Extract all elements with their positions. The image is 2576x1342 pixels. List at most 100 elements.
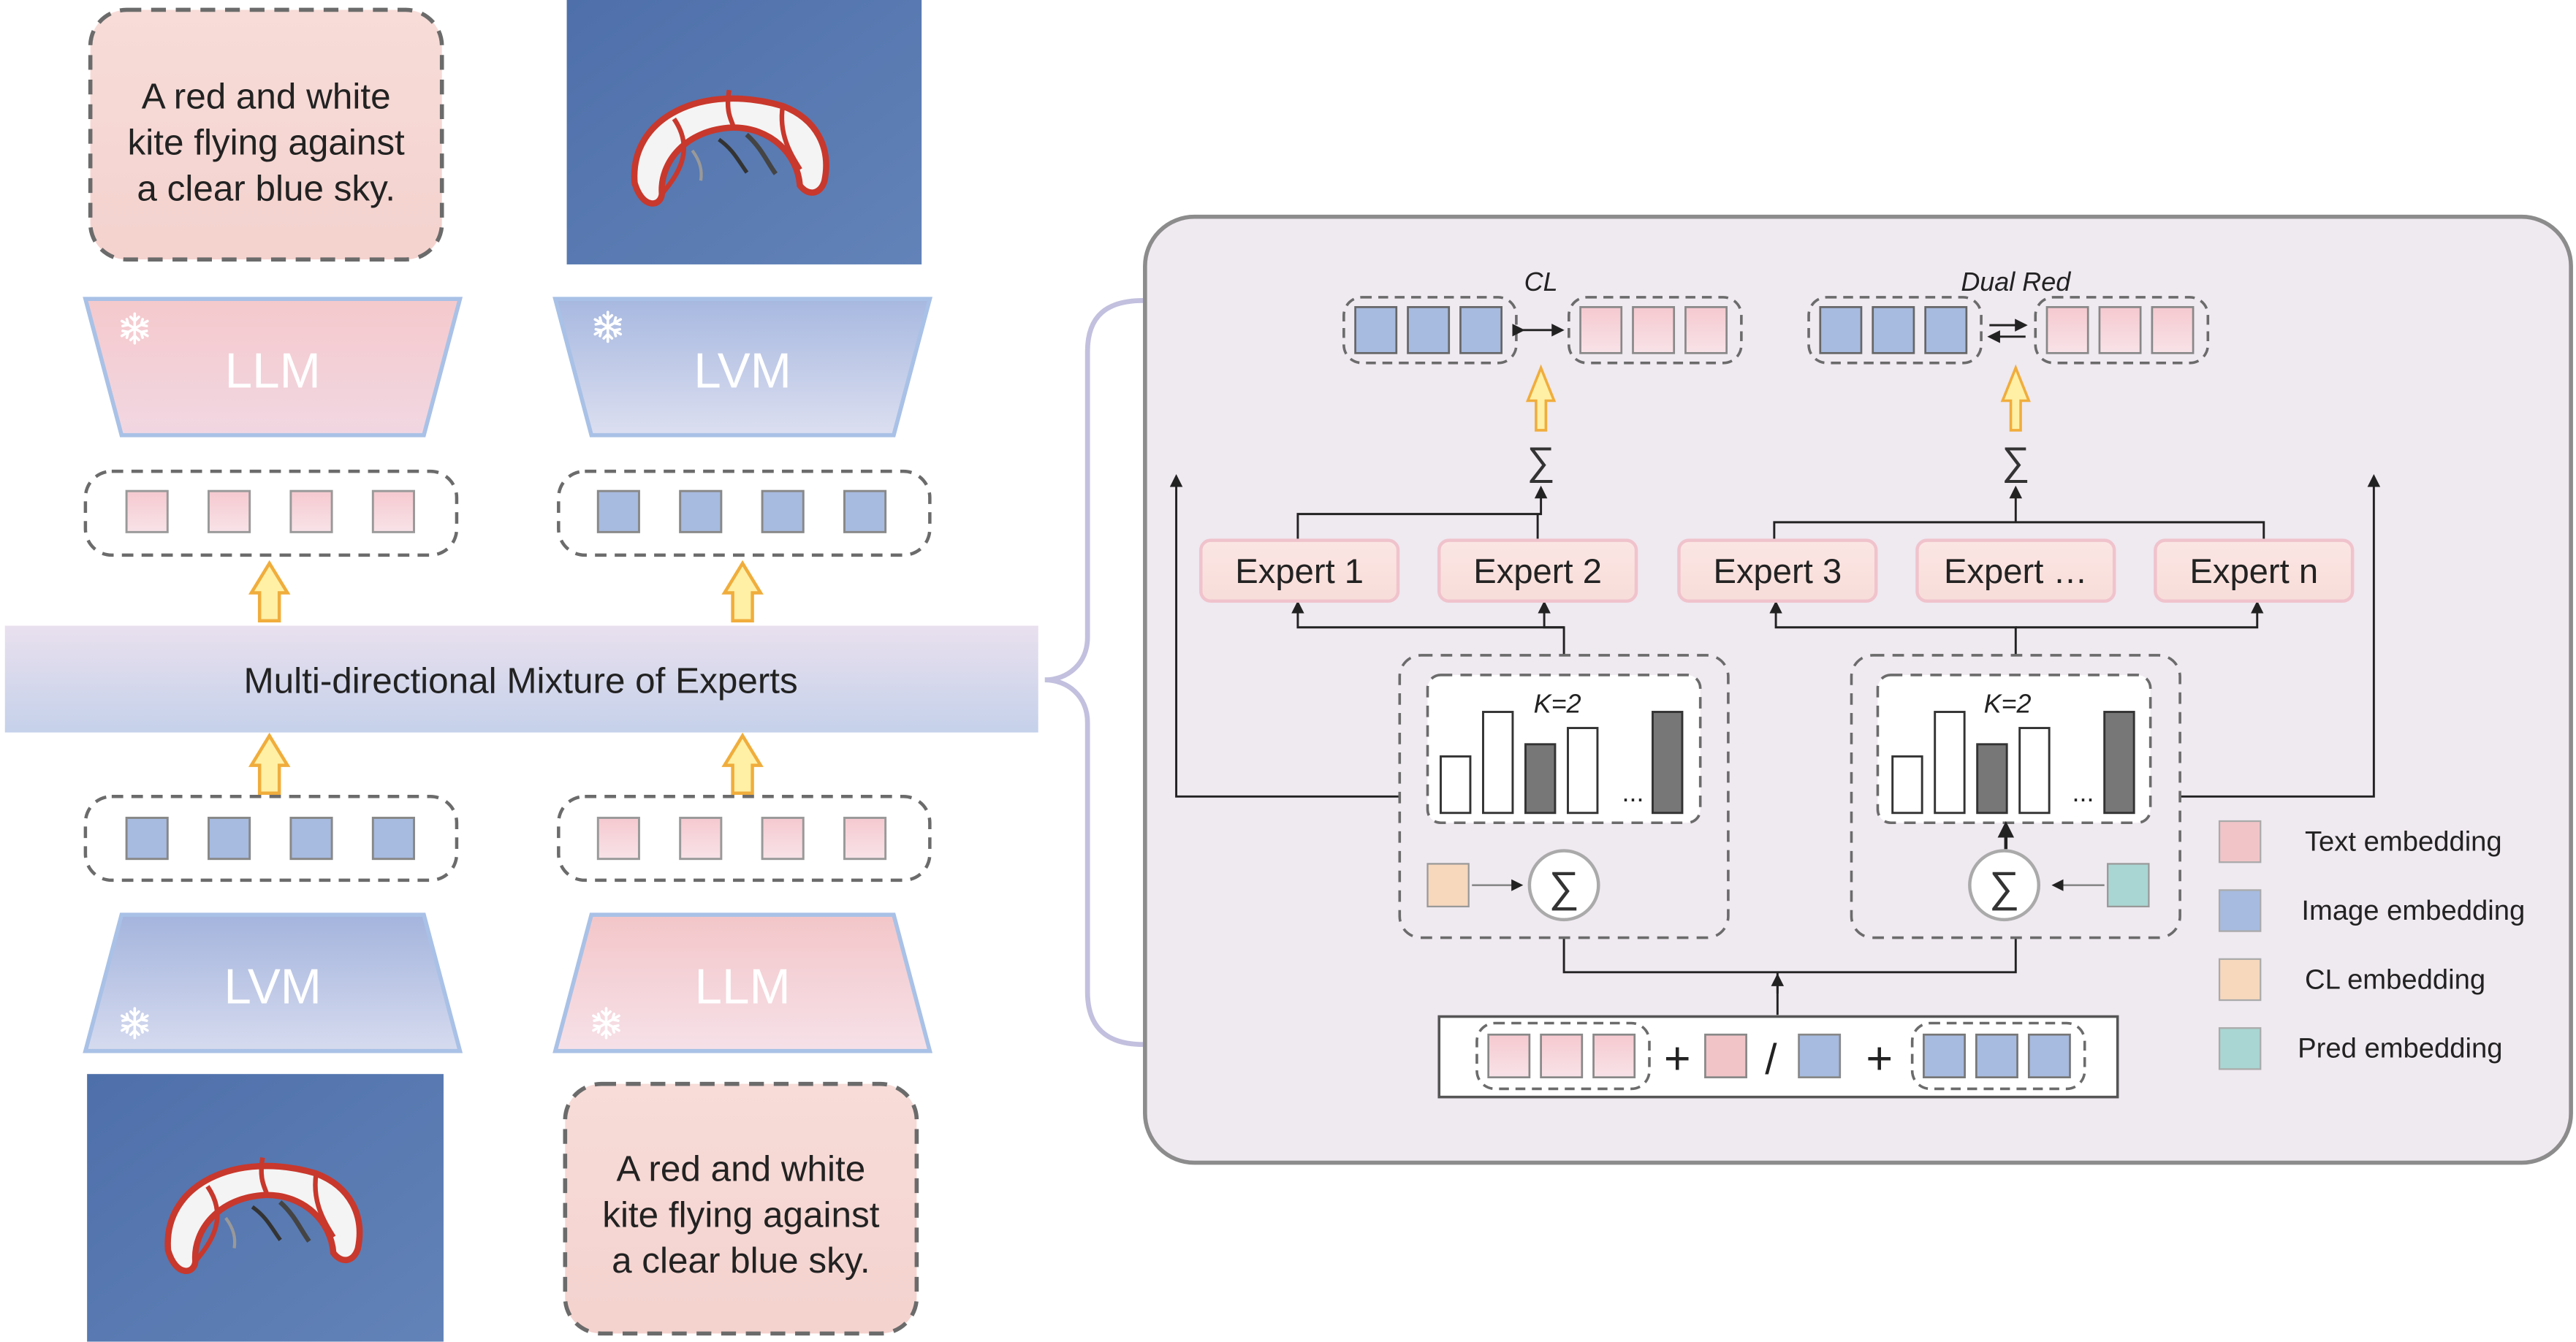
output-text-tokens-dual — [2034, 296, 2210, 365]
router-ellipsis-right: ... — [2072, 777, 2094, 807]
up-arrow — [248, 560, 291, 622]
connector — [1562, 937, 2017, 974]
up-arrow — [1525, 364, 1557, 432]
lvm-encoder-top-label: LVM — [694, 344, 791, 399]
expert-label: Expert 2 — [1473, 552, 1602, 591]
legend-label: CL embedding — [2305, 964, 2485, 995]
connector — [1773, 521, 2265, 542]
legend-label: Image embedding — [2301, 895, 2525, 926]
router-score-bar — [2103, 711, 2135, 815]
token-group-top-image — [557, 469, 932, 557]
legend-swatch — [2218, 889, 2262, 932]
router-block-left — [1398, 654, 1730, 939]
router-score-bar — [1976, 743, 2008, 815]
plus-operator: + — [1866, 1033, 1893, 1084]
input-text-tokens — [1475, 1021, 1651, 1091]
gating-sum-right — [1968, 849, 2041, 922]
router-score-bar — [2018, 727, 2051, 815]
input-text-token-single — [1704, 1033, 1747, 1079]
plus-operator: + — [1664, 1033, 1691, 1084]
router-block-right — [1850, 654, 2181, 939]
legend-label: Pred embedding — [2298, 1033, 2502, 1064]
router-score-bar — [1440, 755, 1472, 815]
router-ellipsis-left: ... — [1622, 777, 1644, 807]
residual-connector-left — [1169, 473, 1400, 798]
lvm-encoder-bottom: LVM — [83, 912, 463, 1053]
caption-card-bottom — [563, 1081, 919, 1336]
caption-top-line-3: a clear blue sky. — [137, 168, 395, 208]
connector — [1769, 601, 2017, 655]
caption-bottom-line-1: A red and white — [616, 1148, 865, 1189]
sum-symbol-right: ∑ — [2002, 440, 2029, 484]
output-text-tokens-cl — [1568, 296, 1743, 365]
router-score-bar — [1567, 727, 1599, 815]
residual-connector-right — [2180, 473, 2381, 798]
connector — [1538, 601, 1565, 629]
expert-box: Expert 1 — [1199, 538, 1400, 603]
connector — [1296, 485, 1548, 542]
moe-detail-panel — [1143, 214, 2573, 1165]
sum-symbol-left: ∑ — [1527, 440, 1554, 484]
router-k-label-right: K=2 — [1984, 689, 2032, 719]
expert-label: Expert 3 — [1713, 552, 1842, 591]
up-arrow — [248, 732, 291, 796]
caption-card-top — [88, 7, 444, 262]
caption-top-line-1: A red and white — [142, 76, 391, 116]
expert-box: Expert … — [1915, 538, 2116, 603]
gating-sum-left-symbol: ∑ — [1549, 863, 1579, 911]
pred-embedding-token — [2107, 863, 2150, 908]
expert-box: Expert 3 — [1677, 538, 1878, 603]
kite-image-top — [566, 0, 922, 264]
input-image-tokens — [1910, 1021, 2086, 1091]
zoom-brace — [1044, 298, 1144, 1048]
legend-swatch — [2218, 1027, 2262, 1070]
moe-bar — [4, 625, 1038, 733]
legend: Text embedding Image embedding CL embedd… — [2218, 820, 2525, 1070]
llm-encoder-top-label: LLM — [225, 344, 321, 399]
moe-bar-label: Multi-directional Mixture of Experts — [243, 661, 797, 701]
connector — [1997, 821, 2015, 850]
caption-bottom-line-3: a clear blue sky. — [612, 1240, 870, 1281]
lvm-encoder-bottom-label: LVM — [224, 960, 322, 1015]
dual-red-objective-label: Dual Red — [1961, 267, 2071, 297]
router-score-bar — [1524, 743, 1557, 815]
router-score-bar — [1891, 755, 1923, 815]
router-score-bars-right — [1891, 711, 2135, 815]
input-image-token-single — [1798, 1033, 1842, 1079]
llm-encoder-bottom-label: LLM — [695, 960, 791, 1015]
router-score-bar — [1482, 711, 1514, 815]
expert-label: Expert … — [1944, 552, 2088, 591]
router-k-label-left: K=2 — [1534, 689, 1581, 719]
output-image-tokens-dual — [1807, 296, 1983, 365]
dual-reduction-arrows — [1987, 319, 2028, 343]
expert-box: Expert n — [2154, 538, 2355, 603]
connector — [1291, 601, 1565, 655]
up-arrow — [721, 560, 764, 622]
legend-swatch — [2218, 820, 2262, 863]
gating-sum-left — [1527, 849, 1600, 922]
expert-box: Expert 2 — [1437, 538, 1638, 603]
cl-embedding-token — [1426, 863, 1470, 908]
up-arrow — [2000, 364, 2031, 432]
llm-encoder-top: LLM — [83, 297, 463, 438]
router-score-bars-left — [1440, 711, 1684, 815]
legend-swatch — [2218, 958, 2262, 1002]
legend-label: Text embedding — [2305, 826, 2502, 857]
llm-encoder-bottom: LLM — [552, 912, 933, 1053]
gating-sum-right-symbol: ∑ — [1989, 863, 2020, 911]
token-group-bottom-text — [557, 795, 932, 882]
connector — [2015, 601, 2264, 629]
token-group-bottom-image — [83, 795, 459, 882]
router-score-bar — [1652, 711, 1684, 815]
router-score-bar — [1934, 711, 1966, 815]
token-group-top-text — [83, 469, 459, 557]
caption-bottom-line-2: kite flying against — [602, 1194, 879, 1235]
expert-label: Expert 1 — [1235, 552, 1364, 591]
expert-label: Expert n — [2189, 552, 2318, 591]
lvm-encoder-top: LVM — [552, 297, 933, 438]
caption-top-line-2: kite flying against — [128, 122, 405, 162]
output-image-tokens-cl — [1342, 296, 1518, 365]
up-arrow — [721, 732, 764, 796]
